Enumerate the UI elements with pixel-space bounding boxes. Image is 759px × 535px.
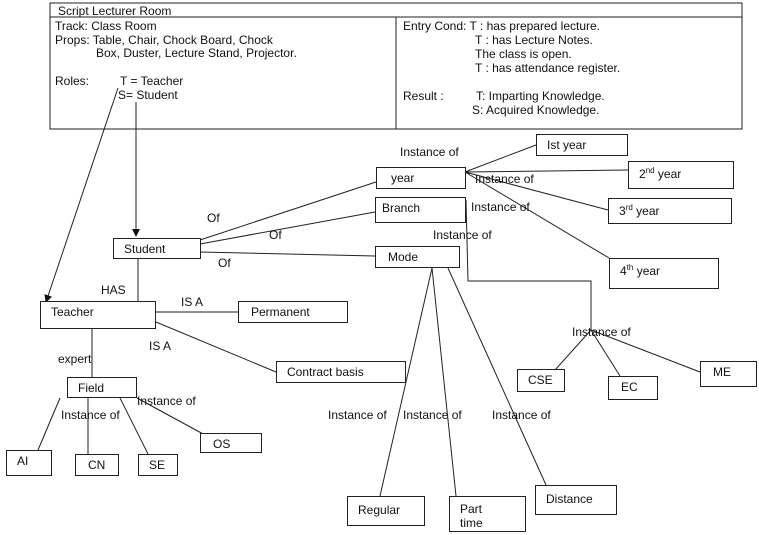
edge-year-4th [464,171,610,259]
edge-branch-trunk [465,199,592,330]
teacher-role-arrow [44,87,119,303]
node-ai: AI [6,450,52,476]
entry-cond-line1: Entry Cond: T : has prepared lecture. [403,19,600,33]
script-props-line2: Box, Duster, Lecture Stand, Projector. [96,46,297,60]
label-of-mode: Of [218,256,231,270]
edge-mode-parttime [431,267,457,497]
edge-student-mode [199,251,376,257]
node-3rd-year-suffix: rd [625,203,633,212]
label-instance-mode-distance: Instance of [492,408,551,422]
node-cn: CN [75,454,119,476]
label-instance-year-mid: Instance of [475,172,534,186]
edge-branch-cse [554,329,592,371]
label-instance-mode-regular: Instance of [328,408,387,422]
node-4th-year-number: 4 [620,264,627,278]
script-track: Track: Class Room [55,19,157,33]
edge-mode-distance [447,267,547,486]
node-3rd-year-number: 3 [619,204,626,218]
node-2nd-year: 2nd year [628,161,734,189]
entry-cond-line4: T : has attendance register. [475,61,621,75]
label-instance-year-low: Instance of [471,200,530,214]
script-roles-label: Roles: [55,74,90,88]
edge-field-ai [37,397,61,451]
node-4th-year-suffix: th [626,263,634,272]
edge-branch-ec [590,329,621,377]
node-permanent: Permanent [238,301,348,323]
node-2nd-year-word: year [654,167,682,181]
node-regular: Regular [347,496,425,526]
label-instance-field-right: Instance of [137,394,196,408]
label-of-branch: Of [269,228,282,242]
edge-year-3rd [464,171,609,211]
node-se: SE [138,454,178,476]
edge-year-1st [464,144,537,173]
edge-year-2nd [464,169,629,173]
node-branch: Branch [375,197,466,223]
node-2nd-year-suffix: nd [645,166,655,175]
node-2nd-year-number: 2 [639,167,646,181]
result-line1: T: Imparting Knowledge. [476,89,605,103]
result-line2: S: Acquired Knowledge. [472,103,600,117]
entry-cond-line3: The class is open. [475,47,572,61]
label-instance-field-left: Instance of [61,408,120,422]
node-mode: Mode [375,246,460,268]
node-3rd-year-word: year [632,204,660,218]
node-4th-year: 4th year [609,258,719,289]
label-instance-branch-sub: Instance of [572,325,631,339]
entry-cond-line2: T : has Lecture Notes. [475,33,593,47]
edge-teacher-contract [155,321,277,373]
script-role-teacher: T = Teacher [120,74,184,88]
node-cse: CSE [517,369,565,392]
edge-field-os [136,397,206,436]
node-year: year [376,167,466,189]
label-expert: expert [58,352,92,366]
node-ec: EC [608,376,658,400]
edge-student-year [199,181,377,241]
node-distance: Distance [535,485,617,515]
node-4th-year-word: year [633,264,661,278]
script-title: Script Lecturer Room [58,4,172,18]
node-part-time-line2: time [460,516,483,530]
node-3rd-year: 3rd year [608,198,732,224]
label-instance-year-top: Instance of [400,145,459,159]
edge-branch-me [590,329,701,373]
label-instance-branch: Instance of [433,228,492,242]
node-1st-year: Ist year [536,134,628,156]
edge-field-se [119,397,149,455]
label-is-a-permanent: IS A [181,295,204,309]
label-of-year: Of [207,211,220,225]
result-label: Result : [403,89,444,103]
label-instance-mode-parttime: Instance of [403,408,462,422]
node-part-time-line1: Part [460,502,483,516]
node-me: ME [700,361,757,387]
edge-student-branch [199,211,376,245]
node-contract-basis: Contract basis [276,361,406,383]
script-props-line1: Props: Table, Chair, Chock Board, Chock [55,33,273,47]
edge-mode-regular [379,267,433,497]
node-teacher: Teacher [40,301,156,329]
node-os: OS [200,433,262,453]
node-student: Student [113,238,201,259]
node-field: Field [67,377,137,398]
label-is-a-contract: IS A [149,339,172,353]
script-role-student: S= Student [118,88,178,102]
label-has: HAS [101,283,126,297]
